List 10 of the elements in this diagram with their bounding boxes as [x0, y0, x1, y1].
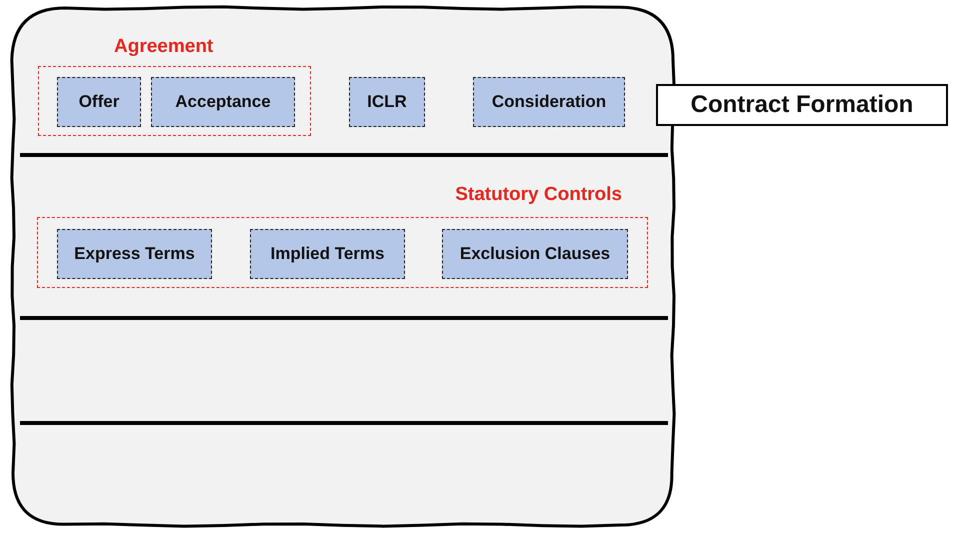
term-box: Implied Terms: [250, 229, 405, 279]
term-box: ICLR: [349, 77, 425, 127]
group-heading: Statutory Controls: [455, 184, 622, 206]
title-box: Contract Formation: [656, 84, 948, 126]
term-box: Offer: [57, 77, 141, 127]
group-heading: Agreement: [114, 36, 214, 58]
term-box: Acceptance: [151, 77, 295, 127]
term-box: Exclusion Clauses: [442, 229, 628, 279]
term-box: Express Terms: [57, 229, 212, 279]
term-box: Consideration: [473, 77, 625, 127]
